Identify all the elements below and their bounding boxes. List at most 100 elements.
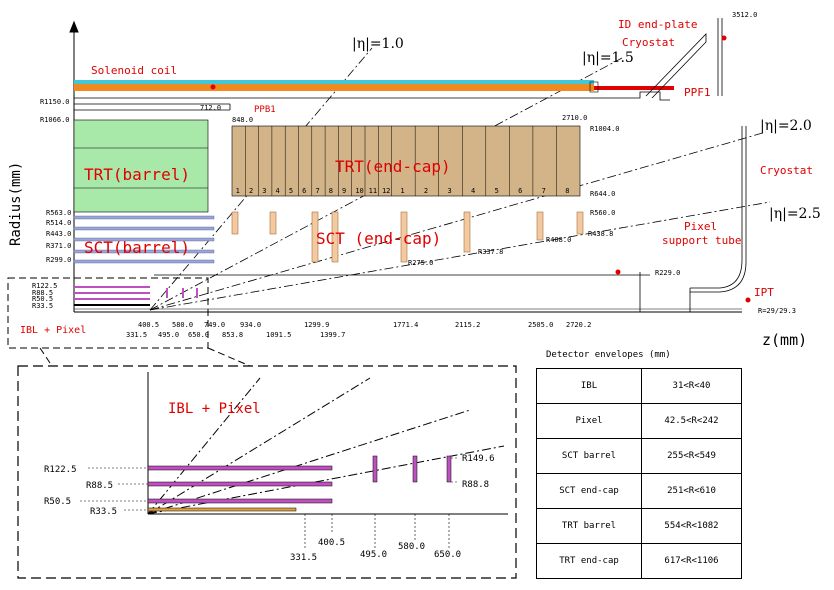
radius-labels: R1150.0 R1066.0 R563.0 R514.0 R443.0 R37… — [40, 98, 71, 264]
eta-1-label: |η|=1.0 — [352, 36, 404, 52]
pixel-support-label-2: support tube — [662, 234, 741, 247]
radius-563: R563.0 — [46, 209, 71, 217]
envelope-name: SCT barrel — [536, 438, 642, 474]
envelope-name: TRT end-cap — [536, 543, 642, 579]
radius-371: R371.0 — [46, 242, 71, 250]
zoom-r335: R33.5 — [90, 507, 117, 517]
trt-wheel-number: 7 — [542, 187, 546, 195]
dim-ript: R=29/29.3 — [758, 307, 796, 315]
envelope-name: TRT barrel — [536, 508, 642, 544]
z-label: 2115.2 — [455, 321, 480, 329]
cryostat-side-label: Cryostat — [760, 164, 813, 177]
dim-r1004: R1004.0 — [590, 125, 620, 133]
trt-barrel — [73, 119, 209, 213]
trt-wheel-number: 4 — [471, 187, 475, 195]
sct-dims: R560.0 R438.8 R408.0 R337.8 R275.0 R229.… — [408, 209, 796, 315]
z-label: 1299.9 — [304, 321, 329, 329]
zoom-labels: R122.5 R88.5 R50.5 R33.5 R149.6 R88.8 40… — [44, 454, 495, 563]
radius-443: R443.0 — [46, 230, 71, 238]
solenoid-coil — [74, 80, 674, 93]
dim-r2750: R275.0 — [408, 259, 433, 267]
z-label: 934.0 — [240, 321, 261, 329]
envelope-range: 255<R<549 — [641, 438, 742, 474]
eta-2-5-label: |η|=2.5 — [769, 206, 821, 222]
trt-wheel-number: 10 — [355, 187, 363, 195]
trt-wheel-number: 7 — [315, 187, 319, 195]
zoom-z4950: 495.0 — [360, 550, 387, 560]
z-label: 400.5 — [138, 321, 159, 329]
envelope-range: 251<R<610 — [641, 473, 742, 509]
zoom-connectors — [39, 347, 251, 367]
eta-2-label: |η|=2.0 — [760, 118, 812, 134]
trt-wheel-number: 4 — [276, 187, 280, 195]
solenoid-coil-label: Solenoid coil — [91, 64, 177, 77]
envelope-range: 617<R<1106 — [641, 543, 742, 579]
pixel-support-label-1: Pixel — [684, 220, 717, 233]
trt-endcap-label: TRT(end-cap) — [335, 157, 451, 176]
z-label: 1771.4 — [393, 321, 418, 329]
trt-wheel-number: 1 — [400, 187, 404, 195]
envelope-range: 554<R<1082 — [641, 508, 742, 544]
radius-1150: R1150.0 — [40, 98, 70, 106]
dim-712: 712.0 — [200, 104, 221, 112]
dim-r2290: R229.0 — [655, 269, 680, 277]
radius-335: R33.5 — [32, 302, 53, 310]
dim-848: 848.0 — [232, 116, 253, 124]
pixel-region-small — [7, 277, 209, 349]
dim-r4080: R408.0 — [546, 236, 571, 244]
z-label: 650.0 — [188, 331, 209, 339]
trt-barrel-label: TRT(barrel) — [84, 165, 190, 184]
envelopes-title: Detector envelopes (mm) — [546, 350, 671, 360]
zoom-z6500: 650.0 — [434, 550, 461, 560]
radius-885: R88.5 — [32, 289, 53, 297]
z-label: 331.5 — [126, 331, 147, 339]
trt-wheel-number: 9 — [342, 187, 346, 195]
dim-r4386: R438.8 — [588, 230, 613, 238]
dim-3512: 3512.0 — [732, 11, 757, 19]
envelope-name: SCT end-cap — [536, 473, 642, 509]
ibl-pixel-label: IBL + Pixel — [20, 325, 86, 336]
envelope-name: IBL — [536, 368, 642, 404]
sct-endcap-disks — [231, 211, 584, 263]
z-label: 2505.0 — [528, 321, 553, 329]
z-label: 580.0 — [172, 321, 193, 329]
id-end-plate-label: ID end-plate — [618, 18, 697, 31]
trt-wheel-number: 8 — [329, 187, 333, 195]
zoom-r888: R88.8 — [462, 480, 489, 490]
ppb1-label: PPB1 — [254, 105, 276, 115]
dim-r3378: R337.8 — [478, 248, 503, 256]
trt-endcap — [231, 125, 581, 197]
dim-r644: R644.0 — [590, 190, 615, 198]
sct-barrel — [73, 215, 215, 264]
zoom-panel — [17, 365, 517, 579]
zoom-z4005: 400.5 — [318, 538, 345, 548]
envelope-name: Pixel — [536, 403, 642, 439]
radius-514: R514.0 — [46, 219, 71, 227]
trt-wheel-number: 12 — [382, 187, 390, 195]
trt-wheel-number: 5 — [495, 187, 499, 195]
eta-1-5-label: |η|=1.5 — [582, 50, 634, 66]
radius-299: R299.0 — [46, 256, 71, 264]
envelope-range: 42.5<R<242 — [641, 403, 742, 439]
zoom-r1225: R122.5 — [44, 465, 77, 475]
sct-barrel-label: SCT(barrel) — [84, 238, 190, 257]
dim-2710: 2710.0 — [562, 114, 587, 122]
ipt-label: IPT — [754, 286, 774, 299]
sct-endcap-label: SCT (end-cap) — [316, 229, 441, 248]
zoom-z3315: 331.5 — [290, 553, 317, 563]
z-label: 1091.5 — [266, 331, 291, 339]
trt-wheel-number: 6 — [518, 187, 522, 195]
dim-r560: R560.0 — [590, 209, 615, 217]
trt-wheel-number: 2 — [249, 187, 253, 195]
zoom-z5800: 580.0 — [398, 542, 425, 552]
trt-wheel-number: 8 — [565, 187, 569, 195]
ppf1-label: PPF1 — [684, 86, 711, 99]
envelope-range: 31<R<40 — [641, 368, 742, 404]
trt-wheel-number: 3 — [262, 187, 266, 195]
